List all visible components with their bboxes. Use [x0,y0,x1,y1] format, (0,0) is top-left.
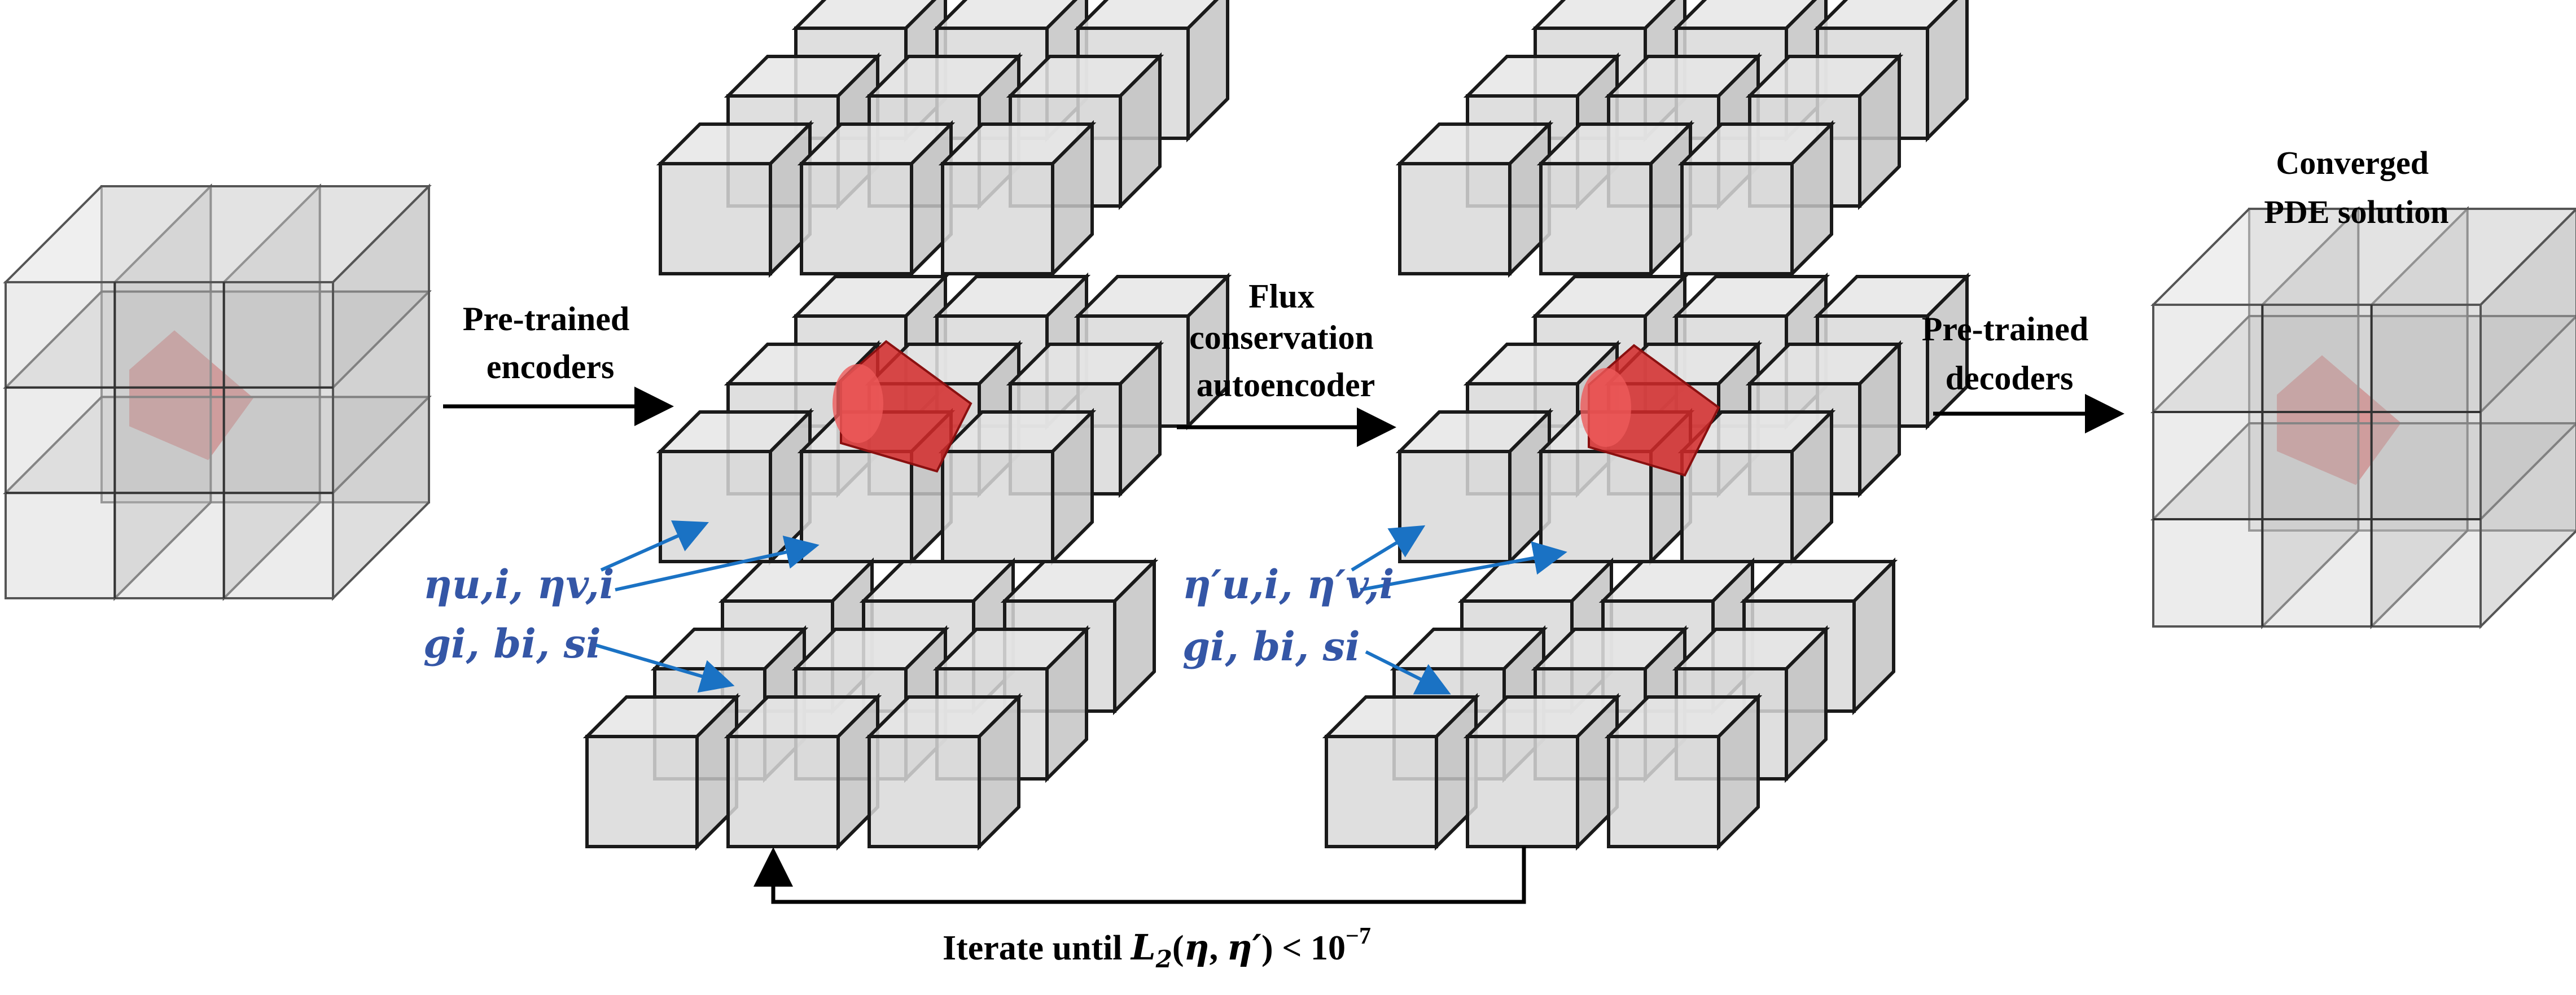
decoders-label: Pre-trained decoders [1922,310,2097,397]
annotation-arrows [589,520,1567,695]
right-eta-annotation: η′u,i, η′v,i [1182,561,1394,608]
flux-autoencoder-label: Flux conservation autoencoder [1189,278,1382,404]
left-bot-cube [582,692,741,851]
input-domain-block [3,183,432,601]
right-red-cylinder [1580,344,1720,477]
right-top-cube [1536,120,1695,278]
right-bot-cube [1604,692,1763,851]
right-top-cube [1677,120,1836,278]
right-cube-stack [1322,0,1972,851]
left-bot-cube [724,692,882,851]
left-cube-stack [582,0,1232,851]
right-bot-cube [1322,692,1480,851]
left-red-cylinder [833,340,972,473]
left-top-cube [797,120,956,278]
input-front-face [5,281,334,599]
iterate-condition-label: Iterate until L2(η, η′) < 10−7 [943,923,1371,973]
output-domain-block [2150,206,2576,629]
left-mid-cube [938,407,1097,566]
left-top-cube [938,120,1097,278]
left-mid-cube [1074,272,1232,431]
right-mid-cube [1395,407,1554,566]
output-front-face [2152,304,2482,628]
input-red-cylinder [129,330,253,461]
right-bot-cube [1463,692,1622,851]
left-gbs-annotation: gi, bi, si [423,620,601,667]
left-top-cube [656,120,814,278]
encoders-label: Pre-trained encoders [463,300,638,385]
converged-label: Converged PDE solution [2264,144,2448,230]
right-top-cube [1395,120,1554,278]
output-red-cylinder [2277,355,2401,485]
left-eta-annotation: ηu,i, ηv,i [423,561,614,608]
left-top-cube [1074,0,1229,143]
right-gbs-annotation: gi, bi, si [1182,623,1360,670]
iterate-loop-arrow [753,847,1526,904]
left-mid-cube [656,407,814,566]
left-bot-cube [865,692,1023,851]
